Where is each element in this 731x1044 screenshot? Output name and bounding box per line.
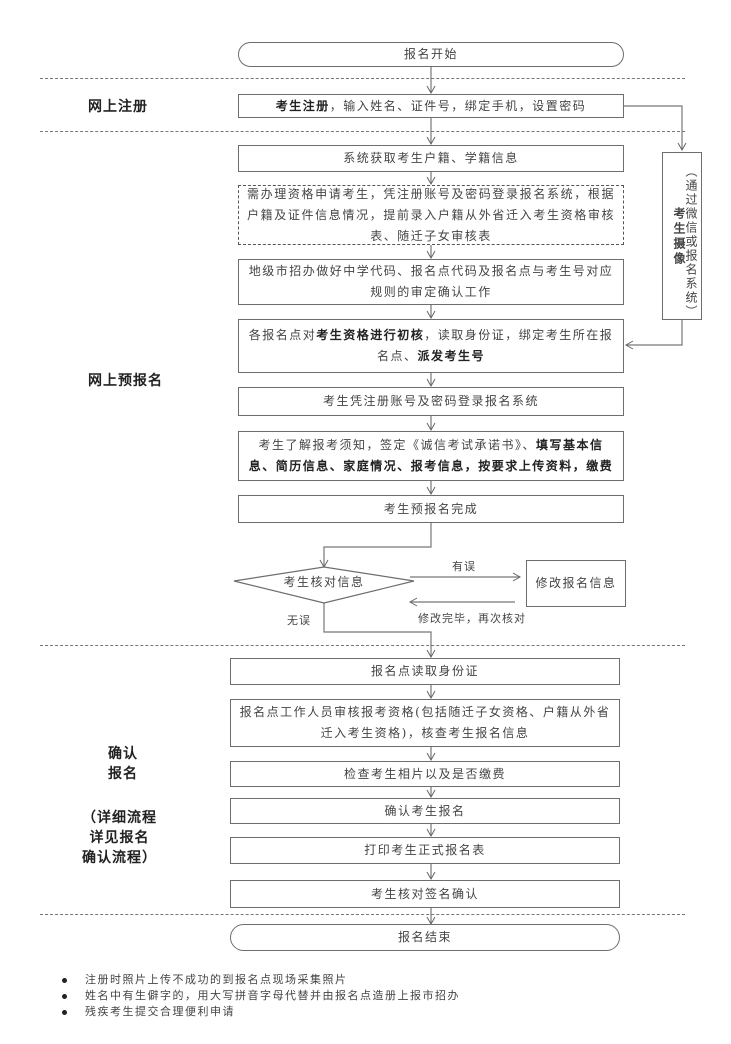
- section-note-confirm-process: （详细流程 详见报名 确认流程）: [82, 808, 157, 868]
- register-step-bold: 考生注册: [275, 98, 330, 113]
- section-label-online-pre-registration: 网上预报名: [88, 373, 163, 389]
- label-line: 确认: [108, 746, 138, 762]
- student-photo-box: 考生摄像 （通过微信或报名系统）: [662, 152, 702, 320]
- read-id-step: 报名点读取身份证: [230, 658, 620, 685]
- end-terminal: 报名结束: [230, 924, 620, 951]
- note-item: 注册时照片上传不成功的到报名点现场采集照片: [62, 972, 460, 988]
- qualification-apply-step: 需办理资格申请考生，凭注册账号及密码登录报名系统，根据户籍及证件信息情况，提前录…: [238, 185, 624, 245]
- bullet-icon: [62, 977, 67, 983]
- note-text: 残疾考生提交合理便利申请: [85, 1005, 235, 1018]
- get-info-step: 系统获取考生户籍、学籍信息: [238, 145, 624, 172]
- bullet-icon: [62, 1009, 67, 1015]
- label-line: 确认流程）: [82, 850, 157, 866]
- register-step: 考生注册，输入姓名、证件号，绑定手机，设置密码: [238, 94, 624, 118]
- section-separator: [40, 131, 685, 132]
- edge-label-no-error: 无误: [287, 614, 311, 627]
- note-text: 姓名中有生僻字的，用大写拼音字母代替并由报名点造册上报市招办: [85, 989, 460, 1002]
- side-box-bold: 考生摄像: [672, 207, 686, 267]
- sign-confirm-step: 考生核对签名确认: [230, 880, 620, 908]
- start-terminal: 报名开始: [238, 42, 624, 67]
- text-part: 各报名点对: [248, 328, 317, 342]
- fill-info-step: 考生了解报考须知，签定《诚信考试承诺书》、填写基本信息、简历信息、家庭情况、报考…: [238, 431, 624, 481]
- pre-complete-step: 考生预报名完成: [238, 495, 624, 523]
- edge-label-recheck: 修改完毕，再次核对: [418, 612, 526, 625]
- text-bold: 派发考生号: [417, 349, 486, 363]
- edge-label-has-error: 有误: [452, 560, 476, 573]
- notes-list: 注册时照片上传不成功的到报名点现场采集照片 姓名中有生僻字的，用大写拼音字母代替…: [62, 972, 460, 1020]
- register-step-text: ，输入姓名、证件号，绑定手机，设置密码: [329, 98, 587, 113]
- modify-info-step: 修改报名信息: [526, 560, 626, 607]
- text-bold: 填写基本信息、简历信息、家庭情况、报考信息，按要求上传资料，缴费: [248, 438, 614, 473]
- login-step: 考生凭注册账号及密码登录报名系统: [238, 387, 624, 416]
- decision-diamond: [233, 566, 415, 604]
- staff-review-step: 报名点工作人员审核报考资格(包括随迁子女资格、户籍从外省迁入考生资格)，核查考生…: [230, 699, 620, 747]
- side-box-note: （通过微信或报名系统）: [684, 165, 698, 319]
- label-line: 报名: [108, 766, 138, 782]
- section-label-confirm-registration: 确认 报名: [108, 744, 138, 784]
- section-separator: [40, 914, 685, 915]
- note-item: 残疾考生提交合理便利申请: [62, 1004, 460, 1020]
- print-form-step: 打印考生正式报名表: [230, 837, 620, 864]
- label-line: （详细流程: [82, 810, 157, 826]
- verify-decision-label: 考生核对信息: [283, 575, 365, 589]
- initial-check-step: 各报名点对考生资格进行初核，读取身份证，绑定考生所在报名点、派发考生号: [238, 319, 624, 373]
- text-bold: 考生资格进行初核: [316, 328, 425, 342]
- label-line: 详见报名: [89, 830, 150, 846]
- text-part: ，读取身份证，绑定考生所在报名点、: [376, 328, 614, 363]
- section-separator: [40, 645, 685, 646]
- section-separator: [40, 78, 685, 79]
- check-photo-step: 检查考生相片以及是否缴费: [230, 761, 620, 787]
- text-part: 考生了解报考须知，签定《诚信考试承诺书》、: [258, 438, 536, 452]
- section-label-online-registration: 网上注册: [88, 99, 148, 115]
- note-item: 姓名中有生僻字的，用大写拼音字母代替并由报名点造册上报市招办: [62, 988, 460, 1004]
- city-office-step: 地级市招办做好中学代码、报名点代码及报名点与考生号对应规则的审定确认工作: [238, 259, 624, 305]
- note-text: 注册时照片上传不成功的到报名点现场采集照片: [85, 973, 348, 986]
- confirm-step: 确认考生报名: [230, 798, 620, 824]
- bullet-icon: [62, 993, 67, 999]
